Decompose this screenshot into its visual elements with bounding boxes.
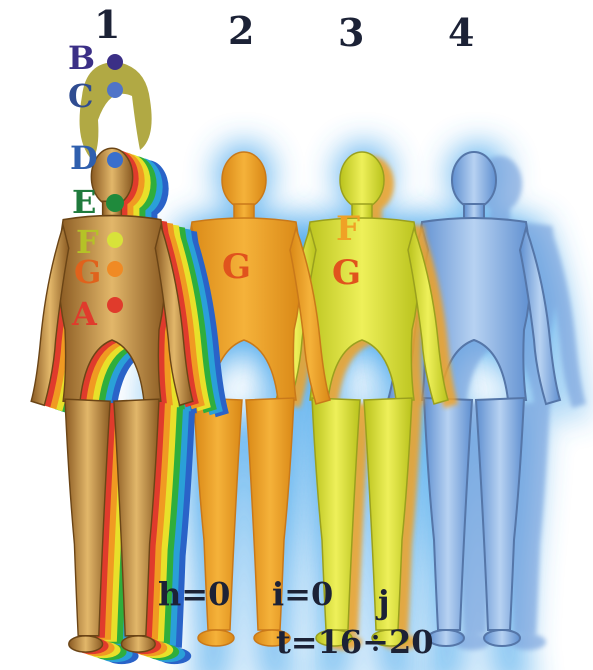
figure-2-number: 2 bbox=[228, 12, 254, 50]
chakra-label-g: G bbox=[74, 256, 101, 288]
formula-h: h=0 bbox=[158, 578, 230, 610]
chakra-label-d: D bbox=[70, 142, 98, 174]
chakra-label-a: A bbox=[72, 298, 97, 330]
figure-3-label-g: G bbox=[332, 256, 361, 290]
chakra-label-c: C bbox=[68, 80, 93, 112]
chakra-label-b: B bbox=[68, 42, 95, 74]
figure-3-number: 3 bbox=[338, 14, 364, 52]
figure-4-number: 4 bbox=[448, 14, 474, 52]
chakra-label-e: E bbox=[72, 186, 96, 218]
formula-t: t=16÷20 bbox=[276, 626, 433, 658]
formula-i: i=0 bbox=[272, 578, 333, 610]
figure-3-label-f: F bbox=[336, 212, 360, 246]
formula-j: j bbox=[378, 586, 390, 618]
figure-2-label-g: G bbox=[222, 250, 251, 284]
figure-1-number: 1 bbox=[94, 6, 120, 44]
